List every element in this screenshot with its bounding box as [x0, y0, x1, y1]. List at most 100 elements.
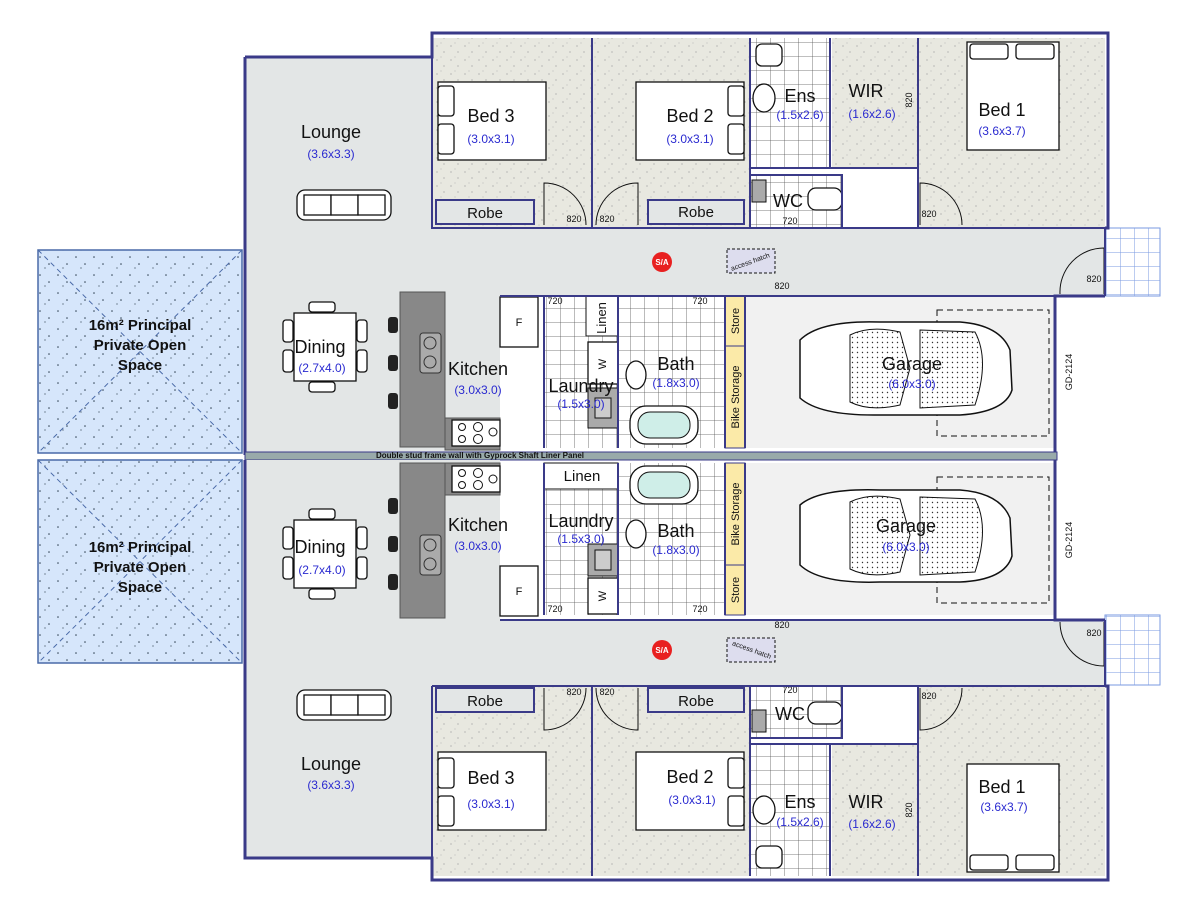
- dining-size: (2.7x4.0): [298, 361, 345, 375]
- wir-top: [832, 38, 918, 168]
- cooktop-top: [451, 419, 501, 447]
- kitchen-size: (3.0x3.0): [454, 383, 501, 397]
- linen-cupboard-top: [585, 295, 619, 337]
- laundry-label: Laundry: [548, 511, 613, 531]
- bed-icon: [437, 751, 547, 831]
- wc-basin-icon: [751, 709, 767, 733]
- basin-icon: [752, 795, 776, 825]
- kitchen-label: Kitchen: [448, 515, 508, 535]
- bike-storage-label: Bike Storage: [730, 366, 742, 429]
- bed3-label: Bed 3: [467, 768, 514, 788]
- washer-bottom: [587, 577, 619, 615]
- sofa-icon-bottom: [296, 689, 392, 721]
- car-icon-bottom: [799, 489, 1013, 583]
- bed3-label: Bed 3: [467, 106, 514, 126]
- door-swing: [1059, 247, 1105, 295]
- dim-820: 820: [599, 214, 614, 224]
- garage-door-label: GD-2124: [1064, 354, 1074, 391]
- kitchen-sink-bottom: [419, 534, 442, 576]
- fridge-label: F: [516, 586, 523, 598]
- washer-top: [587, 341, 619, 385]
- unit-bottom: 16m² Principal Private Open Space F: [37, 459, 1161, 882]
- car-icon-top: [799, 321, 1013, 416]
- door-swing: [919, 687, 963, 731]
- dim-720: 720: [692, 296, 707, 306]
- living-floor-top: [245, 57, 1105, 455]
- dining-label: Dining: [294, 537, 345, 557]
- dim-720: 720: [782, 685, 797, 695]
- toilet-icon: [807, 187, 843, 211]
- wir-size: (1.6x2.6): [848, 107, 895, 121]
- pos-label-line2: Private Open: [94, 559, 187, 576]
- dim-720: 720: [782, 216, 797, 226]
- wir-size: (1.6x2.6): [848, 817, 895, 831]
- laundry-size: (1.5x3.0): [557, 397, 604, 411]
- lounge-size: (3.6x3.3): [307, 147, 354, 161]
- unit-top: 16m² Principal Private Open Space F: [37, 31, 1161, 457]
- dining-table-icon-bottom: [282, 508, 368, 600]
- dining-size: (2.7x4.0): [298, 563, 345, 577]
- door-swing: [595, 182, 639, 226]
- pos-label-line1: 16m² Principal: [89, 539, 192, 556]
- bed3-size: (3.0x3.1): [467, 132, 514, 146]
- internal-walls-top: [431, 38, 1106, 448]
- stool-icon: [388, 498, 398, 514]
- garage-label: Garage: [876, 516, 936, 536]
- kitchen-size: (3.0x3.0): [454, 539, 501, 553]
- bed3-size: (3.0x3.1): [467, 797, 514, 811]
- stool-icon: [388, 574, 398, 590]
- door-swing: [1059, 621, 1105, 667]
- pos-label-line3: Space: [118, 579, 162, 596]
- ens-size: (1.5x2.6): [776, 108, 823, 122]
- stool-icon: [388, 355, 398, 371]
- linen-label: Linen: [564, 468, 601, 485]
- pos-label-line1: 16m² Principal: [89, 317, 192, 334]
- bed2-size: (3.0x3.1): [668, 793, 715, 807]
- smoke-alarm-icon: [652, 252, 672, 272]
- smoke-alarm-label: S/A: [655, 258, 669, 267]
- kitchen-sink-top: [419, 332, 442, 374]
- bed2-size: (3.0x3.1): [666, 132, 713, 146]
- bed-icon: [966, 763, 1060, 873]
- internal-walls-bottom: [431, 463, 1106, 876]
- dim-820: 820: [1086, 274, 1101, 284]
- bike-storage-label: Bike Storage: [730, 483, 742, 546]
- bath-size: (1.8x3.0): [652, 376, 699, 390]
- basin-icon-bottom: [625, 519, 647, 549]
- bath-label: Bath: [657, 521, 694, 541]
- dim-720: 720: [547, 604, 562, 614]
- party-wall-label: Double stud frame wall with Gyprock Shaf…: [376, 451, 584, 460]
- party-wall: [244, 451, 1058, 461]
- robe-label: Robe: [678, 693, 714, 710]
- bath-size: (1.8x3.0): [652, 543, 699, 557]
- bed-icon: [635, 81, 745, 161]
- dim-820: 820: [1086, 628, 1101, 638]
- store-label: Store: [730, 577, 742, 603]
- bed1-label: Bed 1: [978, 100, 1025, 120]
- dim-820: 820: [599, 687, 614, 697]
- dim-820: 820: [566, 687, 581, 697]
- smoke-alarm-label: S/A: [655, 646, 669, 655]
- wc-label: WC: [775, 704, 805, 724]
- garage-door-label: GD-2124: [1064, 522, 1074, 559]
- bed-icon: [966, 41, 1060, 151]
- lounge-size: (3.6x3.3): [307, 778, 354, 792]
- robe-bed2-bottom: [647, 687, 745, 713]
- robe-bed3-top: [435, 199, 535, 225]
- bed1-label: Bed 1: [978, 777, 1025, 797]
- stool-icon: [388, 393, 398, 409]
- smoke-alarm-icon: [652, 640, 672, 660]
- basin-icon-top: [625, 360, 647, 390]
- stool-icon: [388, 317, 398, 333]
- dim-820: 820: [566, 214, 581, 224]
- private-open-space-top: 16m² Principal Private Open Space: [37, 249, 243, 454]
- access-hatch-icon: [726, 248, 776, 274]
- fridge-bottom: [499, 565, 539, 617]
- bed2-label: Bed 2: [666, 106, 713, 126]
- living-floor-bottom: [245, 460, 1105, 858]
- bed1-size: (3.6x3.7): [980, 800, 1027, 814]
- robe-label: Robe: [678, 204, 714, 221]
- dining-table-icon-top: [282, 301, 368, 393]
- door-swing: [543, 182, 587, 226]
